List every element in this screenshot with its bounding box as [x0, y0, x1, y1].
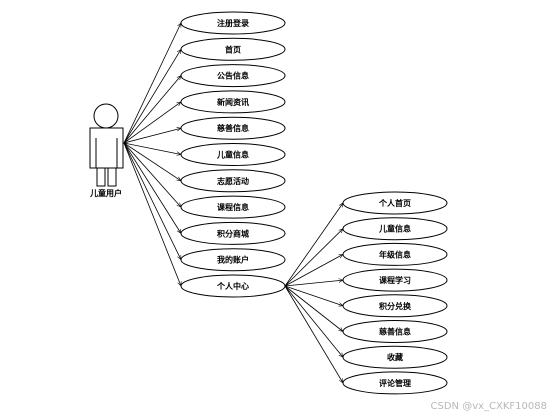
use-case-label: 我的账户: [217, 255, 249, 265]
association-line-register-login: [123, 23, 182, 144]
use-case-ellipse: [180, 64, 286, 88]
use-case-label: 个人首页: [378, 198, 411, 208]
use-case-points-exchange: 积分兑换: [342, 294, 448, 318]
use-case-label: 新闻资讯: [217, 97, 249, 107]
use-cases: 注册登录首页公告信息新闻资讯慈善信息儿童信息志愿活动课程信息积分商城我的账户个人…: [180, 11, 286, 298]
use-case-ellipse: [180, 11, 286, 35]
watermark: CSDN @vx_CXKF10088: [430, 401, 547, 412]
use-case-ellipse: [342, 345, 448, 369]
use-case-ellipse: [180, 90, 286, 114]
use-case-label: 年级信息: [379, 249, 411, 259]
association-line-home: [123, 49, 181, 144]
association-line-personal-center: [123, 142, 181, 286]
use-case-label: 注册登录: [217, 18, 249, 28]
use-case-ellipse: [180, 248, 286, 272]
use-case-charity-info: 慈善信息: [180, 116, 286, 140]
use-case-ellipse: [180, 169, 286, 193]
association-line-charity-info-2: [284, 285, 343, 332]
association-line-my-account: [123, 142, 182, 260]
actor-head: [93, 103, 119, 129]
use-case-charity-info-2: 慈善信息: [342, 320, 448, 343]
use-case-news-info: 新闻资讯: [180, 90, 286, 114]
association-line-points-exchange: [284, 285, 343, 306]
association-line-charity-info: [123, 128, 181, 144]
association-line-child-info-2: [284, 229, 343, 287]
actor-body: [89, 127, 124, 169]
use-case-child-info: 儿童信息: [180, 143, 286, 166]
use-case-label: 公告信息: [217, 71, 249, 81]
use-case-label: 积分商城: [217, 228, 249, 238]
association-line-announcement-info: [123, 76, 181, 144]
use-case-label: 儿童信息: [216, 150, 249, 160]
use-case-ellipse: [180, 116, 286, 140]
use-case-label: 收藏: [387, 352, 403, 362]
actor-leg-right: [107, 167, 117, 187]
actor-child-user: 儿童用户: [89, 103, 124, 198]
association-line-course-study: [284, 280, 343, 287]
association-line-points-mall: [123, 142, 181, 233]
use-case-register-login: 注册登录: [180, 11, 286, 35]
actor-leg-left: [96, 167, 106, 187]
use-case-personal-center: 个人中心: [180, 274, 286, 298]
use-case-personal-home: 个人首页: [342, 191, 448, 215]
use-case-ellipse: [342, 320, 448, 343]
use-case-label: 慈善信息: [379, 327, 411, 337]
use-case-ellipse: [342, 268, 448, 292]
association-line-favorites: [284, 285, 343, 357]
use-case-label: 课程信息: [217, 202, 249, 212]
use-case-ellipse: [342, 242, 448, 266]
use-case-label: 课程学习: [379, 275, 411, 285]
use-case-ellipse: [342, 371, 448, 395]
use-case-ellipse: [342, 217, 448, 241]
use-case-favorites: 收藏: [342, 345, 448, 369]
use-case-volunteer-activity: 志愿活动: [180, 169, 286, 193]
use-case-label: 个人中心: [216, 281, 249, 291]
use-case-ellipse: [180, 37, 286, 61]
use-case-label: 积分兑换: [379, 301, 412, 311]
use-case-points-mall: 积分商城: [180, 221, 286, 245]
use-case-label: 志愿活动: [217, 176, 249, 186]
use-case-child-info-2: 儿童信息: [342, 217, 448, 241]
use-case-ellipse: [180, 221, 286, 245]
association-line-personal-home: [284, 203, 343, 287]
association-line-course-info: [123, 142, 181, 207]
association-line-volunteer-activity: [123, 142, 181, 181]
use-case-my-account: 我的账户: [180, 248, 286, 272]
use-case-age-info: 年级信息: [342, 242, 448, 266]
use-case-ellipse: [180, 274, 286, 298]
use-case-comment-manage: 评论管理: [342, 371, 448, 395]
association-line-age-info: [284, 254, 343, 287]
association-lines: [123, 23, 343, 383]
use-case-label: 首页: [225, 44, 241, 54]
association-line-comment-manage: [284, 285, 343, 383]
use-case-ellipse: [180, 143, 286, 166]
use-case-label: 评论管理: [379, 378, 411, 388]
use-case-label: 儿童信息: [378, 224, 411, 234]
use-case-label: 慈善信息: [217, 123, 249, 133]
use-case-home: 首页: [180, 37, 286, 61]
association-line-child-info: [123, 142, 181, 155]
actor-label: 儿童用户: [89, 188, 122, 198]
use-case-ellipse: [342, 191, 448, 215]
use-case-ellipse: [180, 195, 286, 219]
use-case-course-info: 课程信息: [180, 195, 286, 219]
use-case-course-study: 课程学习: [342, 268, 448, 292]
association-line-news-info: [123, 102, 181, 144]
use-case-announcement-info: 公告信息: [180, 64, 286, 88]
use-case-ellipse: [342, 294, 448, 318]
